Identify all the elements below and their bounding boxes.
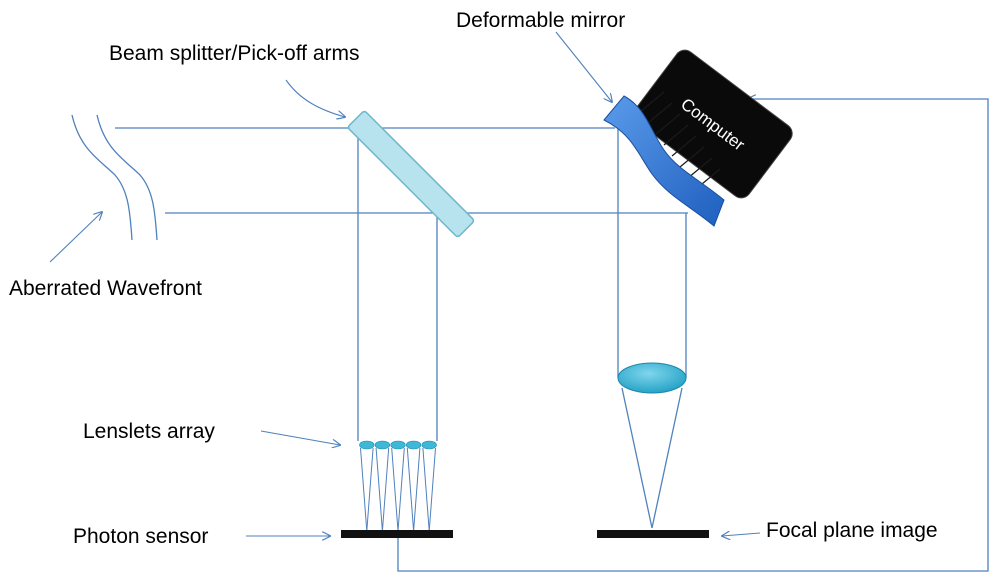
lenslet: [406, 440, 422, 450]
deformable-mirror: [603, 95, 725, 227]
label-beam-splitter: Beam splitter/Pick-off arms: [109, 42, 360, 65]
focal-plane-bar: [597, 530, 709, 538]
label-lenslets-array: Lenslets array: [83, 420, 215, 443]
wavefront-curve-2: [96, 114, 158, 241]
arrow-lenslets: [260, 430, 340, 445]
lenslet-sub-beam: [375, 447, 383, 532]
label-focal-plane-image: Focal plane image: [766, 519, 938, 542]
lenslet-sub-beam: [360, 447, 368, 532]
label-photon-sensor: Photon sensor: [73, 525, 208, 548]
focus-cone-right: [651, 387, 683, 529]
arrow-focal-plane: [722, 533, 761, 536]
label-deformable-mirror: Deformable mirror: [456, 9, 625, 32]
label-aberrated-wavefront: Aberrated Wavefront: [9, 277, 202, 300]
wavefront-curve-1: [71, 114, 133, 241]
lenslet-sub-beam: [381, 447, 390, 532]
beam-splitter: [347, 110, 475, 238]
lenslets-array: [359, 440, 437, 450]
lenslet-sub-beam: [397, 447, 405, 532]
arrow-aberrated-wavefront: [49, 212, 102, 263]
focusing-lens: [617, 362, 687, 394]
feedback-loop-line: [397, 99, 989, 572]
lenslet-sub-beam: [406, 447, 415, 532]
lenslet-sub-beam: [422, 447, 430, 532]
arrow-beam-splitter: [285, 79, 345, 117]
lenslet: [390, 440, 406, 450]
lenslet-sub-beam: [366, 447, 374, 532]
lenslet-beams: [360, 447, 436, 532]
arrow-deformable-mirror: [555, 31, 612, 102]
lenslet: [359, 440, 375, 450]
photon-sensor-bar: [341, 530, 453, 538]
aberrated-wavefront-curves: [71, 114, 158, 241]
actuator-pins: [639, 91, 721, 190]
lenslet-sub-beam: [428, 447, 436, 532]
lenslet: [421, 440, 437, 450]
focus-cone-left: [621, 387, 653, 529]
computer-box: Computer: [633, 49, 793, 199]
lenslet: [374, 440, 391, 450]
lenslet-sub-beam: [413, 447, 421, 532]
lenslet-sub-beam: [391, 447, 399, 532]
